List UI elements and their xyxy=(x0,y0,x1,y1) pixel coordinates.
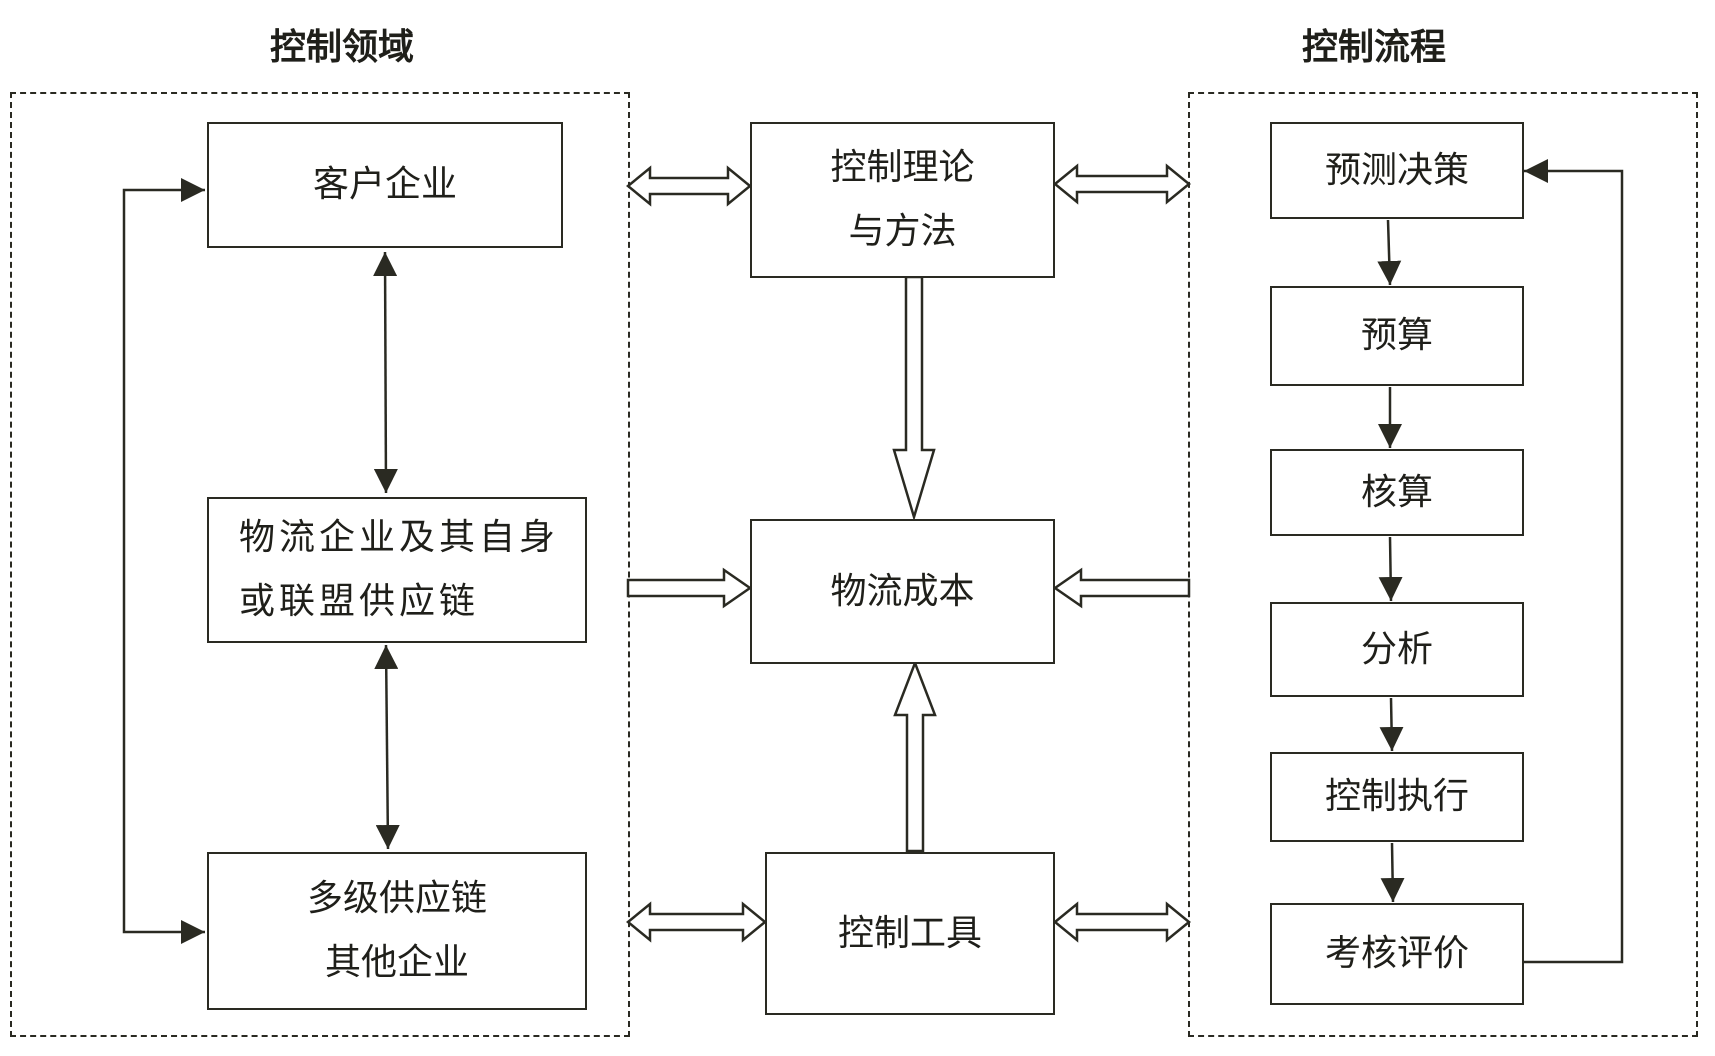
assessment-evaluation-box: 考核评价 xyxy=(1270,903,1524,1005)
control-tools-box: 控制工具 xyxy=(765,852,1055,1015)
control-theory-label-line2: 与方法 xyxy=(848,211,957,252)
logistics-cost-label: 物流成本 xyxy=(830,570,975,612)
control-theory-label-line1: 控制理论 xyxy=(830,147,975,188)
control-process-heading: 控制流程 xyxy=(1302,27,1447,68)
domain-theory-double-arrow xyxy=(626,165,752,207)
control-process-region xyxy=(1188,92,1698,1037)
customer-enterprise-label: 客户企业 xyxy=(312,164,457,205)
accounting-to-analysis-arrow xyxy=(1378,536,1403,602)
multi-tier-supply-chain-box: 多级供应链 其他企业 xyxy=(207,852,587,1010)
forecast-decision-label: 预测决策 xyxy=(1324,149,1469,191)
control-tools-label: 控制工具 xyxy=(837,912,982,954)
accounting-box: 核算 xyxy=(1270,449,1524,536)
analysis-box: 分析 xyxy=(1270,602,1524,697)
evaluation-feedback-loop xyxy=(1524,159,1624,964)
analysis-label: 分析 xyxy=(1360,628,1433,670)
budget-label: 预算 xyxy=(1360,315,1433,356)
control-domain-region xyxy=(10,92,630,1037)
logistics-cost-box: 物流成本 xyxy=(750,519,1055,664)
customer-multitier-loop xyxy=(122,178,205,944)
budget-box: 预算 xyxy=(1270,286,1524,386)
logistics-enterprise-label-line1: 物流企业及其自身 xyxy=(239,517,560,558)
logistics-multitier-link xyxy=(374,644,400,850)
multi-tier-label-line2: 其他企业 xyxy=(324,942,469,983)
tools-to-cost-arrow xyxy=(893,659,937,853)
forecast-decision-box: 预测决策 xyxy=(1270,122,1524,219)
control-domain-heading: 控制领域 xyxy=(270,27,415,68)
control-theory-box: 控制理论 与方法 xyxy=(750,122,1055,278)
multi-tier-label-line1: 多级供应链 xyxy=(306,878,487,919)
assessment-evaluation-label: 考核评价 xyxy=(1324,933,1469,974)
process-to-cost-arrow xyxy=(1052,567,1191,609)
forecast-to-budget-arrow xyxy=(1377,219,1402,286)
logistics-enterprise-box: 物流企业及其自身 或联盟供应链 xyxy=(207,497,587,643)
logistics-enterprise-label-line2: 或联盟供应链 xyxy=(239,581,480,622)
control-execution-box: 控制执行 xyxy=(1270,752,1524,842)
control-execution-label: 控制执行 xyxy=(1324,776,1469,817)
execution-to-evaluation-arrow xyxy=(1380,842,1405,903)
theory-to-cost-arrow xyxy=(892,275,936,522)
accounting-label: 核算 xyxy=(1360,471,1433,513)
domain-to-cost-arrow xyxy=(626,567,753,609)
tools-process-double-arrow xyxy=(1053,901,1191,943)
domain-tools-double-arrow xyxy=(626,901,767,943)
analysis-to-execution-arrow xyxy=(1379,697,1404,752)
theory-process-double-arrow xyxy=(1053,163,1191,205)
customer-enterprise-box: 客户企业 xyxy=(207,122,563,248)
customer-logistics-link xyxy=(373,251,398,494)
